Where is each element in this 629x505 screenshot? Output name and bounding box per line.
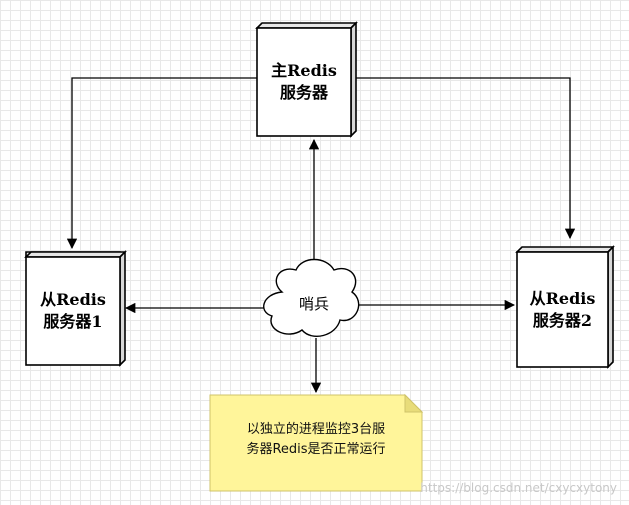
sentinel-cloud-shape <box>263 258 360 338</box>
note-shape <box>209 393 424 492</box>
slave2-server-label: 从Redis 服务器2 <box>517 252 608 367</box>
master-server-label: 主Redis 服务器 <box>257 28 351 136</box>
note-text-line2: 务器Redis是否正常运行 <box>246 442 386 457</box>
connector-master-to-slave1 <box>66 77 257 250</box>
connector-master-to-slave2 <box>356 77 576 240</box>
sentinel-label: 哨兵 <box>298 294 329 313</box>
slave1-server-box <box>24 250 127 367</box>
slave1-server-label: 从Redis 服务器1 <box>26 257 120 365</box>
master-server-label-line1: 主Redis <box>271 61 337 80</box>
slave2-server-box <box>515 245 615 369</box>
note-text: 以独立的进程监控3台服 务器Redis是否正常运行 <box>212 420 420 460</box>
slave2-server-label-line1: 从Redis <box>529 288 596 308</box>
master-server-label-line2: 服务器 <box>279 83 328 102</box>
watermark-text: https://blog.csdn.net/cxycxytony <box>420 481 617 495</box>
slave1-server-label-line2: 服务器1 <box>43 312 103 331</box>
slave1-server-label-line1: 从Redis <box>40 290 106 309</box>
slave2-server-label-line2: 服务器2 <box>532 310 593 330</box>
master-server-box <box>255 21 358 138</box>
note-text-line1: 以独立的进程监控3台服 <box>246 422 386 437</box>
